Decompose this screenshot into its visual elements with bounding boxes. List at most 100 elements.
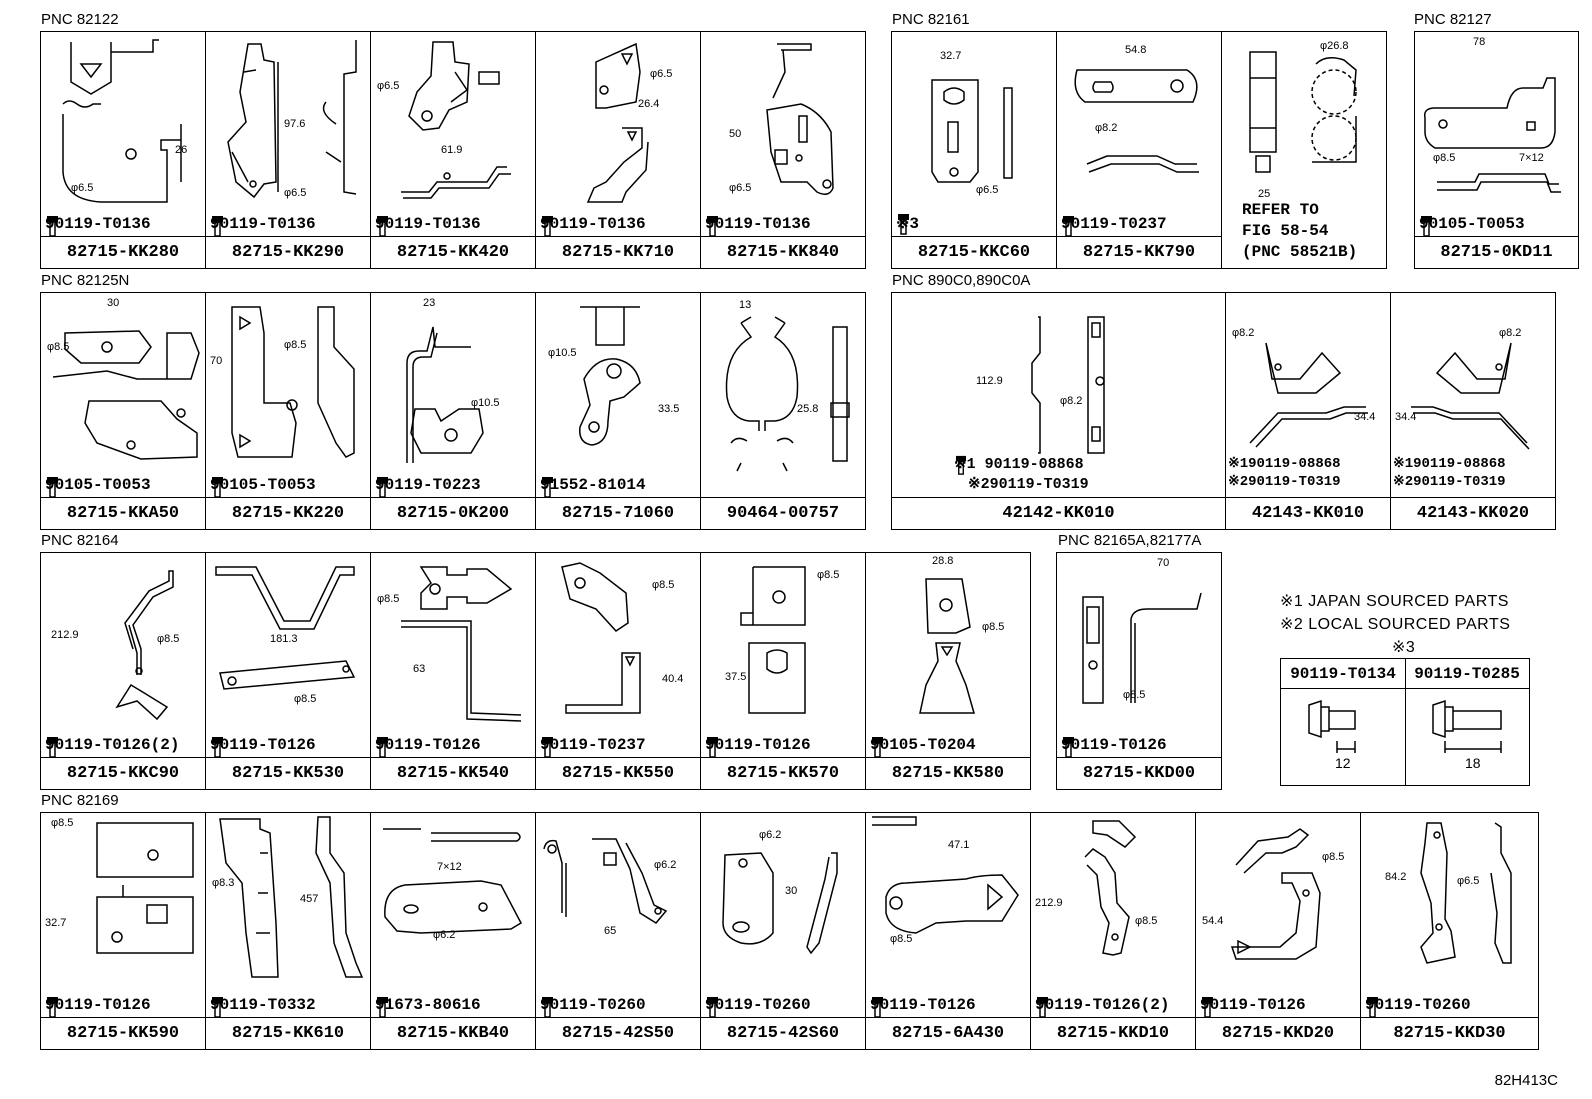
dim-label: 47.1 [948, 839, 970, 851]
part-cell[interactable]: φ6.5 26.4 90119-T0136 82715-KK710 [535, 31, 701, 269]
part-number[interactable]: 82715-KK790 [1082, 243, 1196, 262]
part-cell[interactable]: 54.8 φ8.2 90119-T0237 82715-KK790 [1056, 31, 1222, 269]
part-cell[interactable]: φ8.5 54.4 90119-T0126 82715-KKD20 [1195, 812, 1361, 1050]
part-number[interactable]: 82715-KKD20 [1221, 1024, 1335, 1043]
part-cell[interactable]: 70 φ8.5 90119-T0126 82715-KKD00 [1056, 552, 1222, 790]
bolt-number: 90119-T0237 [540, 736, 646, 754]
part-number[interactable]: 82715-KK280 [66, 243, 180, 262]
part-number[interactable]: 82715-KKC60 [917, 243, 1031, 262]
part-number[interactable]: 82715-KKD30 [1393, 1024, 1506, 1043]
part-number[interactable]: 42143-KK010 [1251, 504, 1365, 523]
part-number[interactable]: 82715-KKB40 [396, 1024, 510, 1043]
dim-label: φ8.5 [817, 569, 840, 581]
note-japan-sourced: ※1 JAPAN SOURCED PARTS [1280, 593, 1509, 610]
part-cell[interactable]: φ6.2 30 90119-T0260 82715-42S60 [700, 812, 866, 1050]
dim-label: 84.2 [1385, 871, 1407, 883]
dim-label: φ8.5 [284, 339, 307, 351]
part-number[interactable]: 82715-KK550 [561, 764, 675, 783]
part-cell[interactable]: 97.6 φ6.5 90119-T0136 82715-KK290 [205, 31, 371, 269]
dim-label: 212.9 [1035, 897, 1063, 909]
part-cell[interactable]: 212.9 φ8.5 90119-T0126(2) 82715-KKC90 [40, 552, 206, 790]
section-label-82125n: PNC 82125N [41, 272, 130, 289]
part-number[interactable]: 82715-KK610 [231, 1024, 345, 1043]
bracket-drawing [401, 566, 522, 722]
bracket-drawing [543, 838, 668, 924]
part-cell[interactable]: 181.3 φ8.5 90119-T0126 82715-KK530 [205, 552, 371, 790]
part-cell[interactable]: 70 φ8.5 90105-T0053 82715-KK220 [205, 292, 371, 530]
part-cell[interactable]: 47.1 φ8.5 90119-T0126 82715-6A430 [865, 812, 1031, 1050]
bracket-drawing [931, 79, 1013, 183]
part-cell[interactable]: 78 φ8.5 7×12 90105-T0053 82715-0KD11 [1414, 31, 1579, 269]
bolt-number: 90119-T0126(2) [45, 736, 180, 754]
bolt-icon [1367, 997, 1378, 1018]
part-cell[interactable]: 7×12 φ6.2 91673-80616 82715-KKB40 [370, 812, 536, 1050]
part-number[interactable]: 82715-KK590 [66, 1024, 180, 1043]
part-number[interactable]: 82715-KK570 [726, 764, 840, 783]
part-cell[interactable]: 13 25.8 90464-00757 [700, 292, 866, 530]
dim-label: 7×12 [1519, 152, 1544, 164]
dim-label: 25.8 [797, 403, 819, 415]
bolt-ref: 90105-T0053 [45, 476, 151, 498]
part-cell[interactable]: φ8.3 457 90119-T0332 82715-KK610 [205, 812, 371, 1050]
bracket-drawing [215, 566, 356, 690]
part-cell[interactable]: 212.9 φ8.5 90119-T0126(2) 82715-KKD10 [1030, 812, 1196, 1050]
part-cell[interactable]: φ8.5 63 90119-T0126 82715-KK540 [370, 552, 536, 790]
part-cell[interactable]: φ8.5 40.4 90119-T0237 82715-KK550 [535, 552, 701, 790]
part-number[interactable]: 82715-0KD11 [1440, 243, 1553, 262]
part-number[interactable]: 82715-KK220 [231, 504, 345, 523]
part-number[interactable]: 82715-6A430 [891, 1024, 1005, 1043]
part-number[interactable]: 82715-0K200 [396, 504, 510, 523]
part-cell[interactable]: 26 φ6.5 90119-T0136 82715-KK280 [40, 31, 206, 269]
part-number[interactable]: 82715-KK710 [561, 243, 675, 262]
part-cell[interactable]: φ8.2 34.4 ※190119-08868 ※290119-T0319 42… [1390, 292, 1556, 530]
part-number[interactable]: 82715-KKA50 [66, 504, 180, 523]
part-number[interactable]: 42143-KK020 [1416, 504, 1530, 523]
part-number[interactable]: 82715-KK840 [726, 243, 840, 262]
part-number[interactable]: 82715-KKC90 [66, 764, 180, 783]
part-number[interactable]: 82715-KK580 [891, 764, 1005, 783]
part-number[interactable]: 82715-KKD10 [1056, 1024, 1170, 1043]
bracket-drawing [52, 330, 200, 460]
dim-label: 26 [175, 144, 188, 156]
bolt-icon [898, 214, 909, 235]
part-number[interactable]: 82715-KK290 [231, 243, 345, 262]
bolt-icon [47, 477, 58, 498]
part-cell[interactable]: φ8.2 34.4 ※190119-08868 ※290119-T0319 42… [1225, 292, 1391, 530]
part-cell[interactable]: 32.7 φ6.5 ※3 82715-KKC60 [891, 31, 1057, 269]
bolt-ref: 90119-T0126 [45, 996, 151, 1018]
part-cell[interactable]: 28.8 φ8.5 90105-T0204 82715-KK580 [865, 552, 1031, 790]
part-cell[interactable]: φ6.5 61.9 90119-T0136 82715-KK420 [370, 31, 536, 269]
dim-label: φ8.5 [377, 593, 400, 605]
dim-label: φ6.5 [377, 80, 400, 92]
bracket-drawing [406, 326, 484, 463]
part-cell[interactable]: φ10.5 33.5 91552-81014 82715-71060 [535, 292, 701, 530]
part-cell[interactable]: φ6.2 65 90119-T0260 82715-42S50 [535, 812, 701, 1050]
part-cell[interactable]: 50 φ6.5 90119-T0136 82715-KK840 [700, 31, 866, 269]
part-number[interactable]: 82715-KK540 [396, 764, 510, 783]
part-cell[interactable]: φ8.5 37.5 90119-T0126 82715-KK570 [700, 552, 866, 790]
part-number[interactable]: 82715-KKD00 [1082, 764, 1196, 783]
bolt-ref: 90119-T0126(2) [1035, 996, 1169, 1018]
dim-label: φ8.3 [212, 877, 235, 889]
part-number[interactable]: 42142-KK010 [1002, 504, 1115, 523]
clamp-drawing [1249, 51, 1357, 173]
part-number[interactable]: 82715-KK420 [396, 243, 510, 262]
section-label-82165: PNC 82165A,82177A [1058, 532, 1202, 549]
part-number[interactable]: 82715-42S50 [561, 1024, 675, 1043]
dim-label: φ8.2 [1095, 122, 1118, 134]
bracket-drawing [1230, 828, 1321, 960]
part-number[interactable]: 90464-00757 [726, 504, 840, 523]
part-number[interactable]: 82715-71060 [561, 504, 675, 523]
bolt-icon [212, 216, 223, 237]
part-cell[interactable]: φ8.5 32.7 90119-T0126 82715-KK590 [40, 812, 206, 1050]
part-cell[interactable]: φ26.8 25 REFER TO FIG 58-54 (PNC 58521B) [1221, 31, 1387, 269]
part-cell[interactable]: 30 φ8.5 90105-T0053 82715-KKA50 [40, 292, 206, 530]
part-number[interactable]: 82715-KK530 [231, 764, 345, 783]
bracket-drawing [1420, 822, 1512, 964]
dim-label: φ8.5 [1433, 152, 1456, 164]
dim-label: 7×12 [437, 861, 462, 873]
part-cell[interactable]: 23 φ10.5 90119-T0223 82715-0K200 [370, 292, 536, 530]
part-cell[interactable]: 84.2 φ6.5 90119-T0260 82715-KKD30 [1360, 812, 1539, 1050]
part-number[interactable]: 82715-42S60 [726, 1024, 840, 1043]
part-cell[interactable]: 112.9 φ8.2 ※1 90119-08868 ※290119-T0319 … [891, 292, 1226, 530]
